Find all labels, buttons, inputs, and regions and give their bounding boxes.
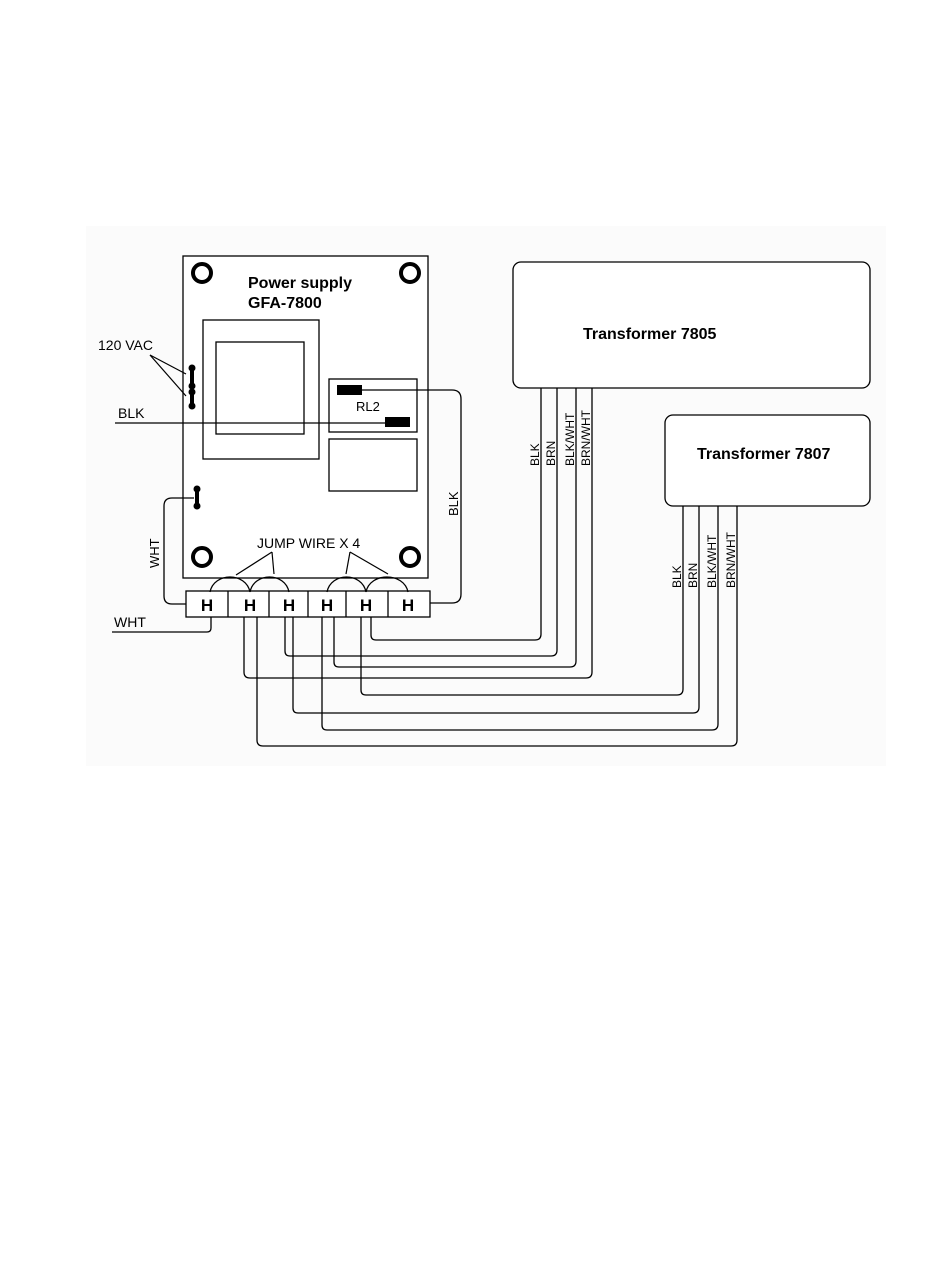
board-component-small — [329, 439, 417, 491]
wht-loop-label: WHT — [147, 538, 162, 568]
terminal-2: H — [244, 596, 256, 615]
terminal-4: H — [321, 596, 333, 615]
terminal-6: H — [402, 596, 414, 615]
power-supply-board: Power supply GFA-7800 RL2 — [183, 256, 428, 578]
terminal-5: H — [360, 596, 372, 615]
wht-mains-label: WHT — [114, 614, 146, 630]
t7807-wire-brn: BRN — [686, 563, 700, 588]
relay-label: RL2 — [356, 399, 380, 414]
power-supply-model: GFA-7800 — [248, 295, 322, 312]
relay-contact-bottom — [385, 417, 410, 427]
t7807-wire-blkwht: BLK/WHT — [705, 534, 719, 588]
board-component-inner — [216, 342, 304, 434]
t7805-wire-blkwht: BLK/WHT — [563, 412, 577, 466]
vac-label: 120 VAC — [98, 337, 153, 353]
t7805-wire-brn: BRN — [544, 441, 558, 466]
terminal-1: H — [201, 596, 213, 615]
relay-contact-top — [337, 385, 362, 395]
t7807-wire-blk: BLK — [670, 565, 684, 588]
transformer-7805-label: Transformer 7805 — [583, 326, 717, 343]
t7807-wire-brnwht: BRN/WHT — [724, 531, 738, 588]
t7805-wire-brnwht: BRN/WHT — [579, 409, 593, 466]
transformer-7805: Transformer 7805 — [513, 262, 870, 388]
transformer-7807: Transformer 7807 — [665, 415, 870, 506]
blk-mains-label: BLK — [118, 405, 145, 421]
jump-wire-label: JUMP WIRE X 4 — [257, 535, 360, 551]
relay-blk-label: BLK — [446, 491, 461, 516]
terminal-3: H — [283, 596, 295, 615]
terminal-strip: H H H H H H — [186, 591, 430, 617]
power-supply-title: Power supply — [248, 275, 352, 292]
t7805-wire-blk: BLK — [528, 443, 542, 466]
transformer-7807-label: Transformer 7807 — [697, 446, 831, 463]
